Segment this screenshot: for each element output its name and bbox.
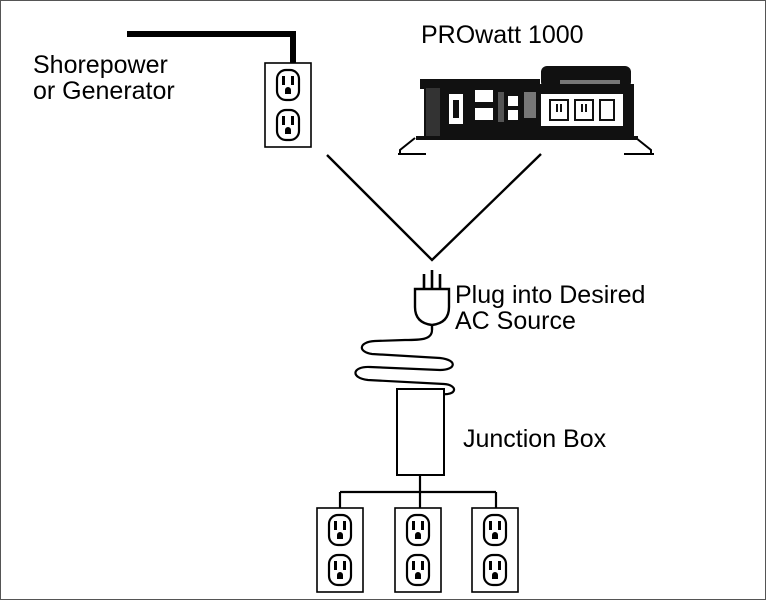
source-cord bbox=[127, 31, 296, 64]
source-label-line2: or Generator bbox=[33, 77, 175, 106]
plug-label-line1: Plug into Desired bbox=[455, 281, 646, 309]
source-label: Shorepower or Generator bbox=[33, 52, 175, 105]
wall-outlet-icon bbox=[265, 63, 311, 147]
source-label-line1: Shorepower bbox=[33, 51, 168, 79]
junction-box-label: Junction Box bbox=[463, 425, 607, 453]
junction-box bbox=[396, 388, 445, 476]
inverter-title: PROwatt 1000 bbox=[421, 21, 584, 49]
duplex-outlet-icon bbox=[395, 508, 441, 592]
ac-plug-icon bbox=[413, 270, 451, 330]
inverter-device-icon bbox=[398, 66, 654, 155]
distribution-wiring bbox=[338, 475, 498, 508]
plug-label: Plug into Desired AC Source bbox=[455, 282, 645, 335]
duplex-outlet-icon bbox=[317, 508, 363, 592]
connection-lines bbox=[326, 153, 542, 262]
duplex-outlet-icon bbox=[472, 508, 518, 592]
plug-label-line2: AC Source bbox=[455, 307, 576, 336]
